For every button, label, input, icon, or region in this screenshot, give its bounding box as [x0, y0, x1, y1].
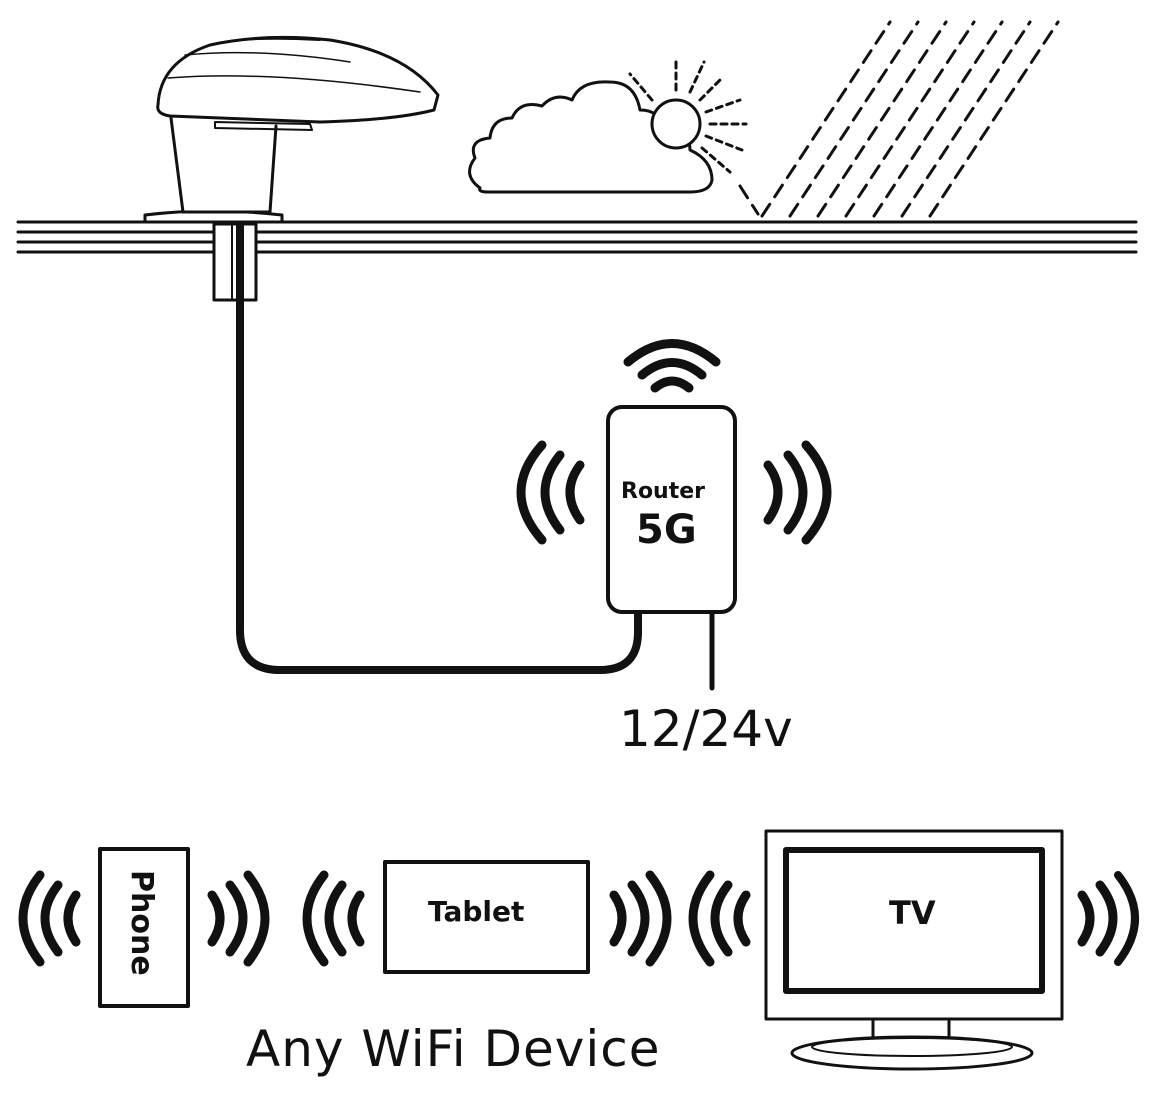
wifi-icon	[688, 870, 1139, 967]
router-device	[606, 405, 737, 614]
tv-label: TV	[889, 894, 936, 932]
phone-label: Phone	[124, 870, 159, 976]
tv-device	[764, 829, 1064, 1071]
power-label: 12/24v	[619, 700, 793, 758]
wifi-icon	[302, 870, 672, 967]
cloud-icon	[468, 80, 714, 194]
antenna-icon	[143, 35, 440, 302]
rain-icon	[738, 20, 1060, 218]
tablet-label: Tablet	[428, 895, 525, 928]
caption: Any WiFi Device	[246, 1020, 661, 1078]
router-model-label: 5G	[636, 507, 697, 553]
phone-device	[98, 847, 190, 1008]
wifi-icon	[18, 870, 270, 967]
wifi-icon	[516, 339, 832, 545]
sun-icon	[628, 58, 748, 174]
tablet-device	[383, 860, 590, 974]
router-name-label: Router	[621, 479, 706, 504]
roof-lines	[16, 220, 1138, 254]
antenna-cable	[236, 222, 642, 674]
